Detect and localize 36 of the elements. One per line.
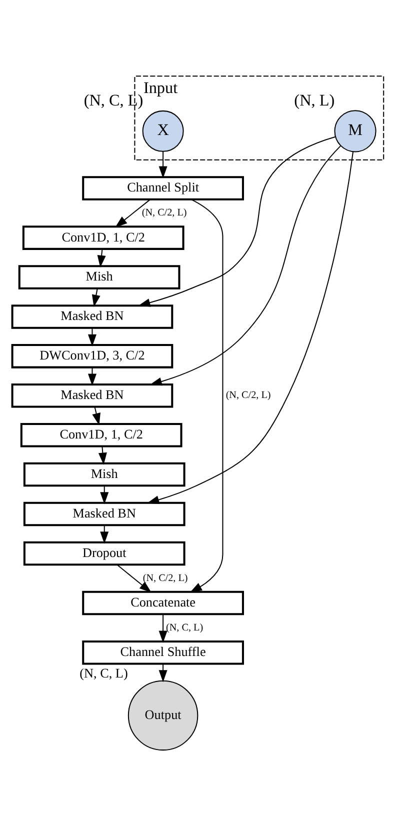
arrow xyxy=(92,406,100,426)
edge-label: (N, C/2, L) xyxy=(142,208,187,219)
node-circle: Output xyxy=(128,680,198,751)
node-label: (N, L) xyxy=(294,92,335,110)
node-circle: M xyxy=(334,110,376,152)
node-box: Conv1D, 1, C/2 xyxy=(20,422,182,448)
arrow xyxy=(115,199,150,228)
arrow xyxy=(97,249,106,268)
node-box: Masked BN xyxy=(23,502,186,526)
arrow xyxy=(88,328,96,346)
arrow xyxy=(116,564,152,593)
node-box: Concatenate xyxy=(82,590,244,616)
arrow xyxy=(150,146,341,386)
node-box: Channel Split xyxy=(82,176,244,200)
arrow xyxy=(158,614,168,643)
arrow xyxy=(88,367,96,386)
node-label: (N, C, L) xyxy=(80,665,128,680)
node-circle: X xyxy=(142,110,184,152)
node-box: DWConv1D, 3, C/2 xyxy=(11,344,174,368)
node-box: Mish xyxy=(23,462,186,487)
edge-label: (N, C, L) xyxy=(166,622,204,634)
node-box: Channel Shuffle xyxy=(82,640,244,665)
arrow xyxy=(158,151,168,178)
node-box: Masked BN xyxy=(11,383,174,408)
arrow xyxy=(146,152,354,504)
edge-label: (N, C/2, L) xyxy=(142,572,188,584)
arrow xyxy=(138,136,336,307)
node-box: Dropout xyxy=(23,541,186,566)
edge-label: (N, C/2, L) xyxy=(226,390,271,402)
arrow xyxy=(190,198,224,593)
node-box: Conv1D, 1, C/2 xyxy=(22,226,184,250)
arrow xyxy=(92,288,100,307)
arrow xyxy=(100,525,109,544)
node-box: Masked BN xyxy=(11,304,174,329)
node-box: Mish xyxy=(18,265,180,290)
node-label: (N, C, L) xyxy=(84,92,144,110)
